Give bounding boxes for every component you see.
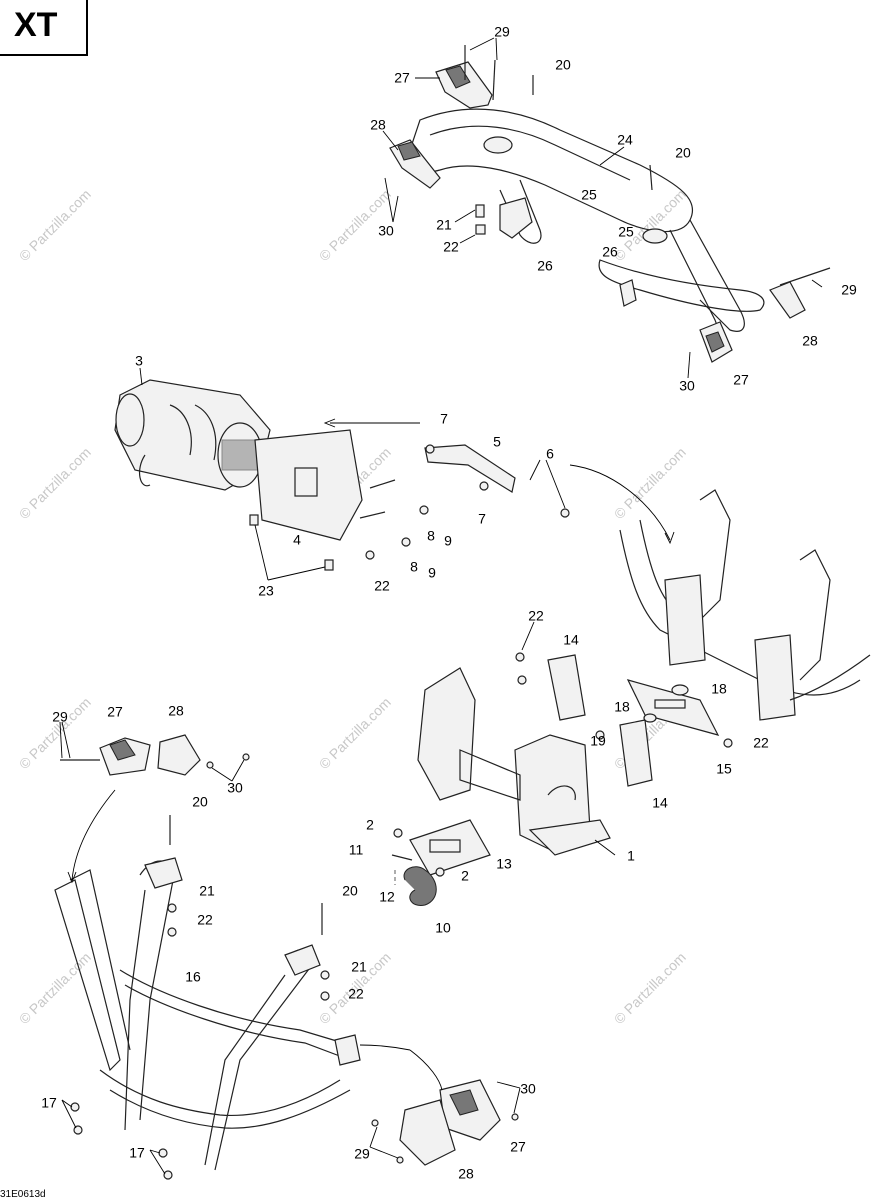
callout-18: 18 [711, 681, 727, 697]
callout-28: 28 [802, 333, 818, 349]
callout-20: 20 [555, 57, 571, 73]
front-bumper-24 [408, 108, 765, 335]
bracket-27-28-bottom [371, 1079, 519, 1166]
callout-4: 4 [293, 532, 301, 548]
callout-20: 20 [675, 145, 691, 161]
model-label-box: XT [0, 0, 88, 56]
watermark-layer: © Partzilla.com © Partzilla.com © Partzill… [16, 186, 689, 1027]
callout-22: 22 [348, 986, 364, 1002]
callout-29: 29 [354, 1146, 370, 1162]
callout-27: 27 [733, 372, 749, 388]
callout-7: 7 [478, 511, 486, 527]
callout-27: 27 [510, 1139, 526, 1155]
callout-30: 30 [227, 780, 243, 796]
winch-3 [114, 379, 271, 491]
callout-24: 24 [617, 132, 633, 148]
callout-2: 2 [366, 817, 374, 833]
callout-10: 10 [435, 920, 451, 936]
watermark-text: © Partzilla.com [16, 186, 94, 264]
callout-17: 17 [129, 1145, 145, 1161]
callout-30: 30 [679, 378, 695, 394]
front-bumper-16 [54, 857, 361, 1171]
callout-14: 14 [563, 632, 579, 648]
callout-8: 8 [427, 528, 435, 544]
callout-20: 20 [342, 883, 358, 899]
bracket-28-top [389, 139, 441, 189]
top-bolts [464, 45, 831, 286]
callout-27: 27 [107, 704, 123, 720]
leader-lines [59, 37, 823, 1175]
callout-22: 22 [374, 578, 390, 594]
callout-30: 30 [378, 223, 394, 239]
bracket-27-28-left [60, 734, 250, 776]
callout-22: 22 [197, 912, 213, 928]
callout-7: 7 [440, 411, 448, 427]
fairlead-13 [409, 819, 491, 876]
bracket-28-right [769, 281, 806, 319]
callout-20: 20 [192, 794, 208, 810]
hook-10 [403, 866, 437, 906]
callout-29: 29 [494, 24, 510, 40]
callout-21: 21 [351, 959, 367, 975]
callout-28: 28 [168, 703, 184, 719]
watermark-text: © Partzilla.com [16, 949, 94, 1027]
callout-21: 21 [436, 217, 452, 233]
callout-15: 15 [716, 761, 732, 777]
callout-9: 9 [444, 533, 452, 549]
winch-plate-4 [254, 429, 363, 541]
callout-17: 17 [41, 1095, 57, 1111]
watermark-text: © Partzilla.com [611, 949, 689, 1027]
callout-25: 25 [581, 187, 597, 203]
callout-19: 19 [590, 733, 606, 749]
callout-21: 21 [199, 883, 215, 899]
callout-3: 3 [135, 353, 143, 369]
callout-13: 13 [496, 856, 512, 872]
tow-hook-bracket-27-top [435, 61, 493, 109]
callout-22: 22 [443, 239, 459, 255]
callout-30: 30 [520, 1081, 536, 1097]
fairlead-plate-5 [424, 444, 516, 493]
skid-plate-1 [417, 667, 611, 856]
callout-2: 2 [461, 868, 469, 884]
watermark-text: © Partzilla.com [316, 694, 394, 772]
watermark-text: © Partzilla.com [16, 444, 94, 522]
callout-26: 26 [537, 258, 553, 274]
hardware-7-8-9 [249, 444, 570, 571]
brackets-14 [547, 654, 653, 787]
callout-22: 22 [528, 608, 544, 624]
callout-18: 18 [614, 699, 630, 715]
callout-5: 5 [493, 434, 501, 450]
callout-6: 6 [546, 446, 554, 462]
callout-11: 11 [349, 842, 364, 858]
callout-26: 26 [602, 244, 618, 260]
callout-9: 9 [428, 565, 436, 581]
vehicle-frame-reference [619, 489, 871, 721]
callout-14: 14 [652, 795, 668, 811]
callout-12: 12 [379, 889, 395, 905]
callout-25: 25 [618, 224, 634, 240]
callout-27: 27 [394, 70, 410, 86]
callout-16: 16 [185, 969, 201, 985]
callout-8: 8 [410, 559, 418, 575]
hardware-2-11-12 [391, 828, 445, 885]
model-label: XT [14, 6, 58, 44]
callout-28: 28 [370, 117, 386, 133]
callout-29: 29 [52, 709, 68, 725]
bracket-27-right [699, 321, 733, 363]
drawing-number: 31E0613d [0, 1189, 46, 1200]
callout-22: 22 [753, 735, 769, 751]
hardware-lower [70, 815, 330, 1180]
callout-23: 23 [258, 583, 274, 599]
callout-28: 28 [458, 1166, 474, 1182]
spacers-18-19 [515, 652, 733, 748]
callout-29: 29 [841, 282, 857, 298]
callout-1: 1 [627, 848, 635, 864]
